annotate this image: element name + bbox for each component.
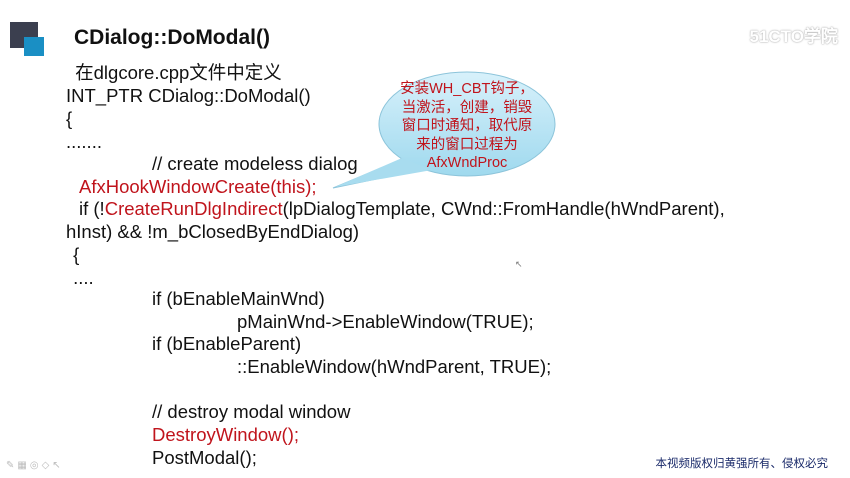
code-line: INT_PTR CDialog::DoModal() [66, 85, 311, 106]
eraser-icon[interactable]: ◇ [41, 460, 53, 471]
copyright-notice: 本视频版权归黄强所有、侵权必究 [655, 458, 829, 470]
callout-line: 来的窗口过程为 [416, 136, 518, 153]
watermark-logo: 51CTO学院 [749, 27, 839, 46]
code-line: // create modeless dialog [152, 153, 358, 174]
logo-square-blue [24, 37, 44, 56]
code-text: if (! [79, 198, 105, 219]
code-line: // destroy modal window [152, 401, 351, 422]
code-text: (lpDialogTemplate, CWnd::FromHandle(hWnd… [282, 198, 725, 219]
code-text-highlight: CreateRunDlgIndirect [104, 198, 283, 219]
callout-text: 安装WH_CBT钩子， 当激活，创建，销毁 窗口时通知，取代原 来的窗口过程为 … [392, 80, 542, 173]
code-line-highlight: DestroyWindow(); [152, 424, 299, 445]
code-line: { [66, 108, 73, 129]
grid-icon[interactable]: ▦ [17, 460, 30, 471]
mouse-cursor-icon: ↖ [515, 259, 523, 269]
code-line: hInst) && !m_bClosedByEndDialog) [66, 221, 360, 242]
presentation-toolbar: ✎▦◎◇↖ [6, 460, 64, 471]
code-line: PostModal(); [152, 447, 257, 468]
code-line: .... [68, 267, 94, 288]
code-line: pMainWnd->EnableWindow(TRUE); [237, 311, 534, 332]
callout-line: 安装WH_CBT钩子， [400, 81, 534, 97]
code-line: { [68, 244, 80, 265]
callout-line: 窗口时通知，取代原 [401, 118, 533, 134]
code-line: if (bEnableParent) [152, 333, 302, 354]
code-line: 在dlgcore.cpp文件中定义 [70, 62, 282, 83]
code-line: ::EnableWindow(hWndParent, TRUE); [237, 356, 552, 377]
code-line: ....... [66, 131, 102, 152]
slide-title: CDialog::DoModal() [74, 26, 270, 49]
code-line: if (!CreateRunDlgIndirect(lpDialogTempla… [79, 198, 725, 220]
pen-icon[interactable]: ✎ [6, 460, 18, 471]
pointer-icon[interactable]: ↖ [52, 460, 64, 471]
callout-line: 当激活，创建，销毁 [401, 99, 533, 116]
code-line: if (bEnableMainWnd) [152, 288, 325, 309]
code-line-highlight: AfxHookWindowCreate(this); [79, 176, 317, 197]
chat-icon[interactable]: ◎ [29, 460, 42, 471]
callout-line: AfxWndProc [426, 155, 508, 171]
